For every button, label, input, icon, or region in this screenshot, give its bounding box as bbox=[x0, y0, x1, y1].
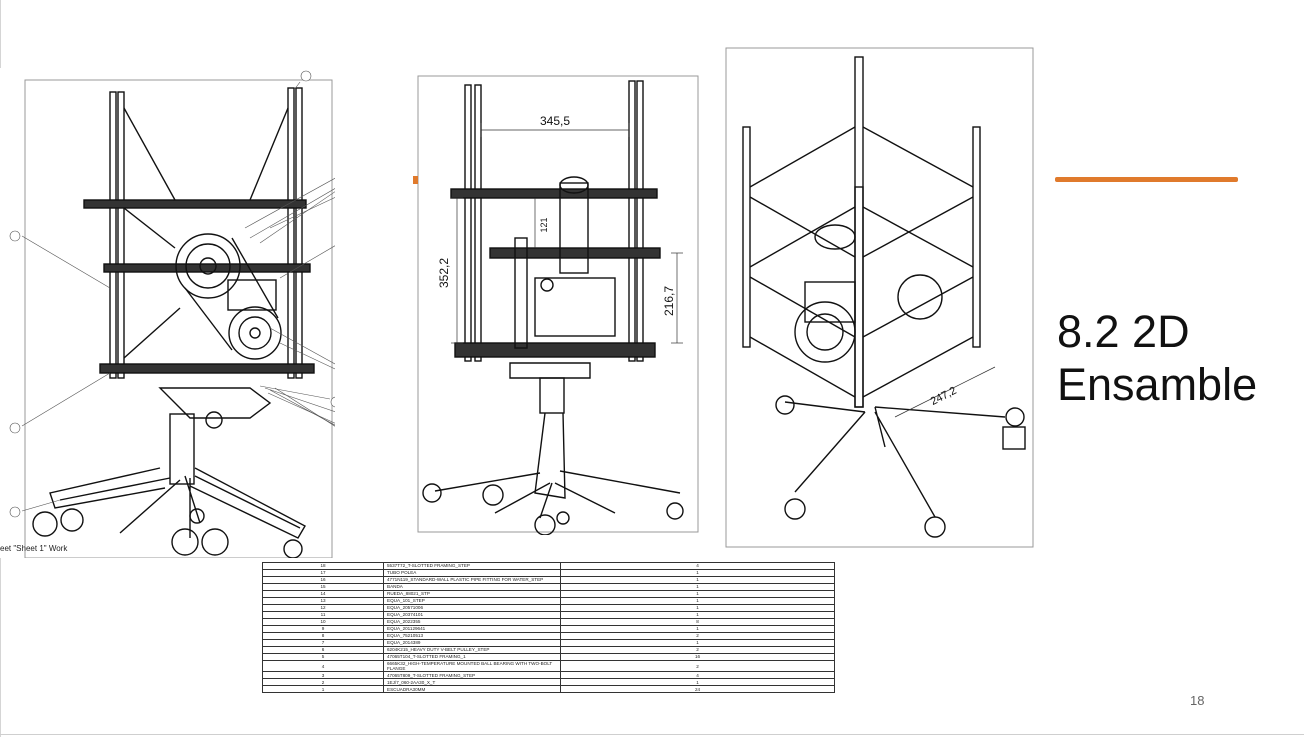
bom-quantity: 1 bbox=[560, 590, 835, 598]
accent-line bbox=[1055, 177, 1238, 182]
slide-title: 8.2 2D Ensamble bbox=[1057, 305, 1257, 411]
bom-item-number: 16 bbox=[262, 576, 384, 584]
bom-description: EQUA_201129641 bbox=[383, 625, 561, 633]
bom-item-number: 3 bbox=[262, 671, 384, 680]
bom-quantity: 1 bbox=[560, 625, 835, 633]
bom-quantity: 2 bbox=[560, 646, 835, 654]
bom-description: BANDA bbox=[383, 583, 561, 591]
drawing-side-view bbox=[0, 68, 399, 559]
bom-quantity: 4 bbox=[560, 671, 835, 680]
bom-item-number: 7 bbox=[262, 639, 384, 647]
slide-bottom-edge bbox=[0, 734, 1304, 735]
bom-description: EQUA_101_STEP bbox=[383, 597, 561, 605]
bom-item-number: 4 bbox=[262, 659, 384, 673]
bom-item-number: 18 bbox=[262, 562, 384, 570]
bom-item-number: 2 bbox=[262, 678, 384, 687]
bom-description: 6204K215_HEAVY DUTY V-BELT PULLEY_STEP bbox=[383, 646, 561, 654]
bom-description: 4771N119_STANDARD-WALL PLASTIC PIPE FITT… bbox=[383, 576, 561, 584]
bom-description: ESCUADRA30MM bbox=[383, 685, 561, 694]
bom-description: EQUA_75210513 bbox=[383, 632, 561, 640]
bom-item-number: 8 bbox=[262, 632, 384, 640]
bom-item-number: 17 bbox=[262, 569, 384, 577]
bom-quantity: 1 bbox=[560, 569, 835, 577]
bom-description: 47065T104_T-SLOTTED FRAMING_1 bbox=[383, 653, 561, 661]
dim-top: 345,5 bbox=[540, 114, 570, 128]
bom-description: EQUA_20374101 bbox=[383, 611, 561, 619]
bom-description: EQUA_2022355 bbox=[383, 618, 561, 626]
bom-quantity: 24 bbox=[560, 685, 835, 694]
sheet-label: eet "Sheet 1" Work bbox=[0, 544, 68, 553]
drawing-front-view: 345,5 352,2 216,7 121 bbox=[415, 73, 700, 536]
slide-title-line1: 8.2 2D bbox=[1057, 306, 1190, 357]
dim-inner: 121 bbox=[539, 217, 549, 232]
bom-item-number: 10 bbox=[262, 618, 384, 626]
bom-description: RUEDA_88021_STP bbox=[383, 590, 561, 598]
bom-description: 5537T72_T-SLOTTED FRAMING_STEP bbox=[383, 562, 561, 570]
bom-quantity: 4 bbox=[560, 562, 835, 570]
bom-quantity: 2 bbox=[560, 632, 835, 640]
orange-marker bbox=[413, 176, 418, 184]
bom-item-number: 15 bbox=[262, 583, 384, 591]
bom-quantity: 1 bbox=[560, 597, 835, 605]
bom-item-number: 1 bbox=[262, 685, 384, 694]
bom-quantity: 1 bbox=[560, 583, 835, 591]
bom-quantity: 1 bbox=[560, 678, 835, 687]
bom-item-number: 12 bbox=[262, 604, 384, 612]
drawing-isometric-view-svg: 247,2 bbox=[725, 47, 1034, 548]
bom-item-number: 5 bbox=[262, 653, 384, 661]
bom-quantity: 1 bbox=[560, 639, 835, 647]
bom-quantity: 1 bbox=[560, 604, 835, 612]
slide-title-line2: Ensamble bbox=[1057, 359, 1258, 410]
bom-description: EQUA_20571006 bbox=[383, 604, 561, 612]
bom-description: TUBO POLEA bbox=[383, 569, 561, 577]
bom-quantity: 1 bbox=[560, 576, 835, 584]
bom-quantity: 16 bbox=[560, 653, 835, 661]
dim-right: 216,7 bbox=[662, 286, 676, 316]
bom-quantity: 2 bbox=[560, 659, 835, 673]
drawing-isometric-view: 247,2 bbox=[725, 47, 1035, 549]
page-number: 18 bbox=[1190, 693, 1205, 708]
bom-item-number: 14 bbox=[262, 590, 384, 598]
drawing-side-view-svg bbox=[9, 70, 399, 559]
bom-description: 6665K32_HIGH-TEMPERATURE MOUNTED BALL BE… bbox=[383, 659, 561, 673]
bom-item-number: 11 bbox=[262, 611, 384, 619]
bom-item-number: 13 bbox=[262, 597, 384, 605]
bom-description: 1EJ/7_060-2AA30_X_T bbox=[383, 678, 561, 687]
bom-item-number: 6 bbox=[262, 646, 384, 654]
bom-description: 47065T809_T-SLOTTED FRAMING_STEP bbox=[383, 671, 561, 680]
dim-left: 352,2 bbox=[437, 258, 451, 288]
dim-base: 247,2 bbox=[929, 385, 959, 408]
drawing-front-view-svg: 345,5 352,2 216,7 121 bbox=[417, 75, 699, 536]
bom-item-number: 9 bbox=[262, 625, 384, 633]
bom-quantity: 8 bbox=[560, 618, 835, 626]
bom-description: EQUA_2014389 bbox=[383, 639, 561, 647]
bom-quantity: 1 bbox=[560, 611, 835, 619]
